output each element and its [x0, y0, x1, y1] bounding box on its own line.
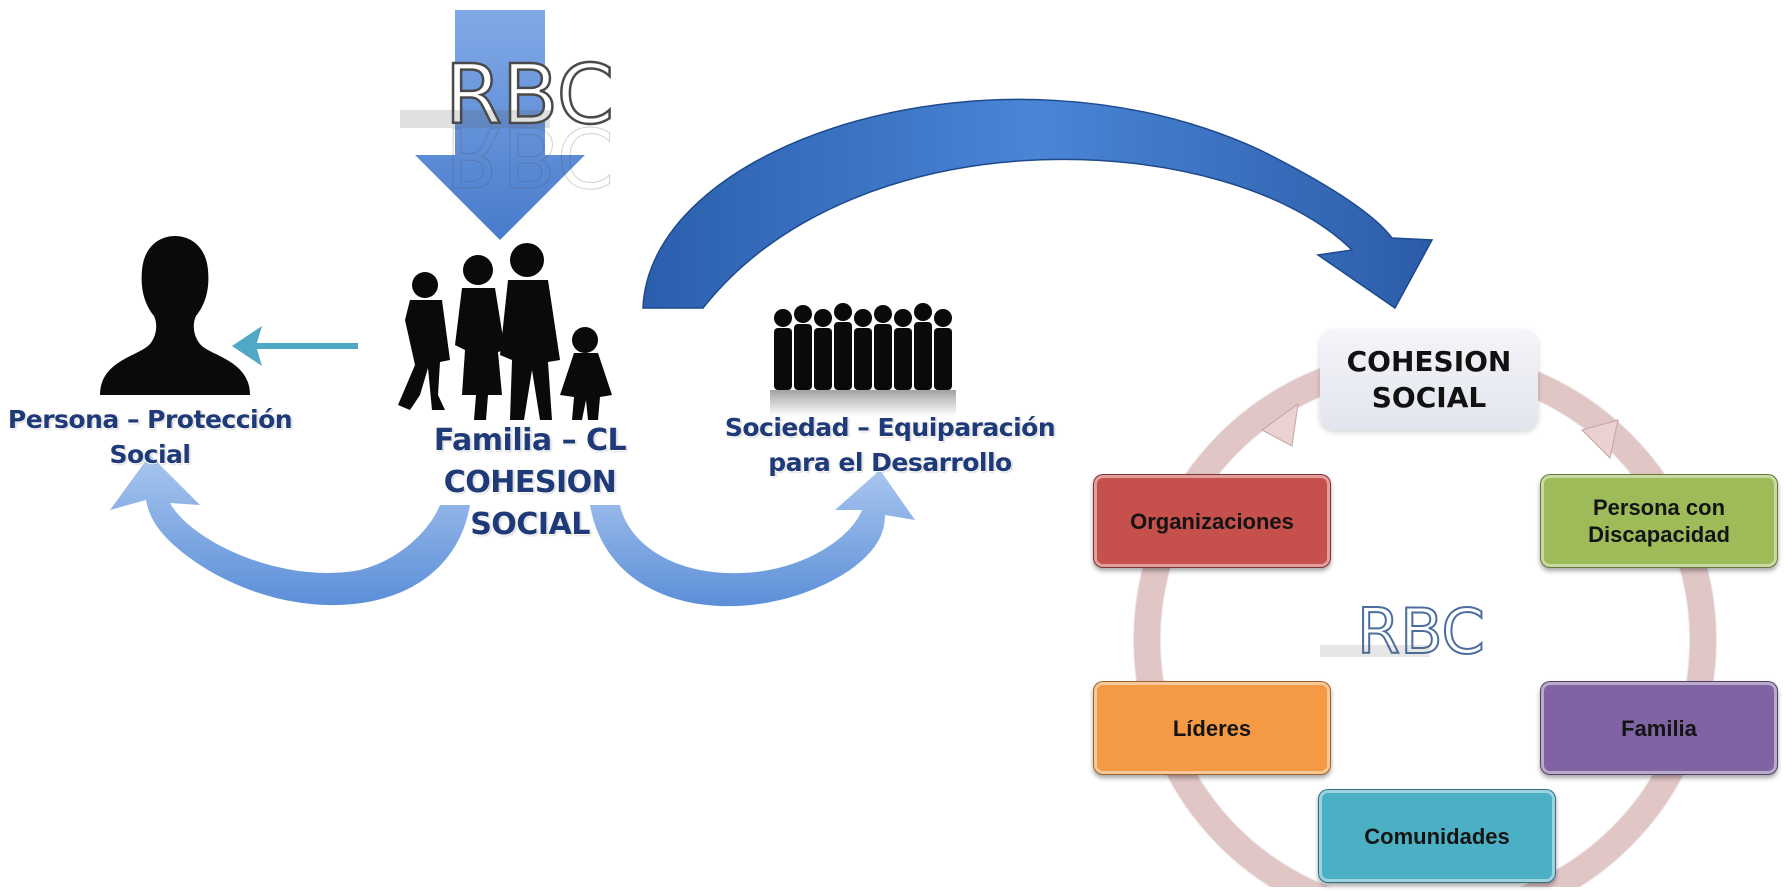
- node-persona-con-discapacidad: Persona con Discapacidad: [1540, 474, 1778, 568]
- cohesion-box-line1: COHESION: [1346, 345, 1512, 378]
- familia-label-line1: Familia – CL: [433, 423, 627, 458]
- rbc-cycle-shadow: [1320, 645, 1430, 657]
- cohesion-box-line2: SOCIAL: [1371, 381, 1487, 414]
- persona-label-line1: Persona – Protección: [7, 405, 293, 434]
- sociedad-label-line1: Sociedad – Equiparación: [724, 413, 1056, 442]
- rbc-badge-cycle: RBC: [1320, 594, 1486, 669]
- node-persona-label-line2: Discapacidad: [1588, 522, 1730, 547]
- rbc-badge-text: RBC: [445, 48, 614, 143]
- curved-arrow-to-persona-icon: [110, 455, 470, 606]
- persona-label-line2: Social: [109, 440, 191, 469]
- node-familia: Familia: [1540, 681, 1778, 775]
- familia-label-line2: COHESION SOCIAL: [443, 465, 617, 542]
- sociedad-label-line2: para el Desarrollo: [768, 448, 1012, 477]
- node-comunidades: Comunidades: [1318, 789, 1556, 883]
- node-persona-label-line1: Persona con: [1592, 495, 1726, 520]
- familia-cohesion-label: Familia – CL COHESION SOCIAL: [380, 420, 680, 546]
- person-silhouette-icon: [100, 236, 250, 395]
- family-silhouette-icon: [398, 243, 612, 420]
- rbc-badge-reflection: RBC: [445, 108, 614, 203]
- rbc-badge-top: RBC RBC: [400, 47, 615, 204]
- rbc-badge-shadow: [400, 110, 550, 128]
- node-lideres: Líderes: [1093, 681, 1331, 775]
- sociedad-equiparacion-label: Sociedad – Equiparación para el Desarrol…: [715, 410, 1065, 480]
- node-organizaciones-label: Organizaciones: [1130, 508, 1294, 534]
- node-comunidades-label: Comunidades: [1364, 823, 1510, 849]
- left-pointing-arrow-icon: [232, 326, 358, 366]
- crowd-silhouette-icon: [770, 303, 956, 416]
- node-lideres-label: Líderes: [1172, 715, 1252, 741]
- cycle-arrowhead-right-icon: [1581, 419, 1619, 460]
- rbc-cycle-text: RBC: [1357, 595, 1485, 668]
- persona-proteccion-label: Persona – Protección Social: [0, 402, 300, 472]
- big-arc-arrow-icon: [642, 98, 1434, 310]
- node-familia-label: Familia: [1621, 715, 1697, 741]
- downward-arrow-icon: [415, 10, 585, 240]
- cohesion-social-box: COHESION SOCIAL: [1320, 330, 1538, 430]
- curved-arrow-to-sociedad-icon: [590, 470, 915, 607]
- cycle-arrowhead-left-icon: [1261, 402, 1299, 447]
- node-organizaciones: Organizaciones: [1093, 474, 1331, 568]
